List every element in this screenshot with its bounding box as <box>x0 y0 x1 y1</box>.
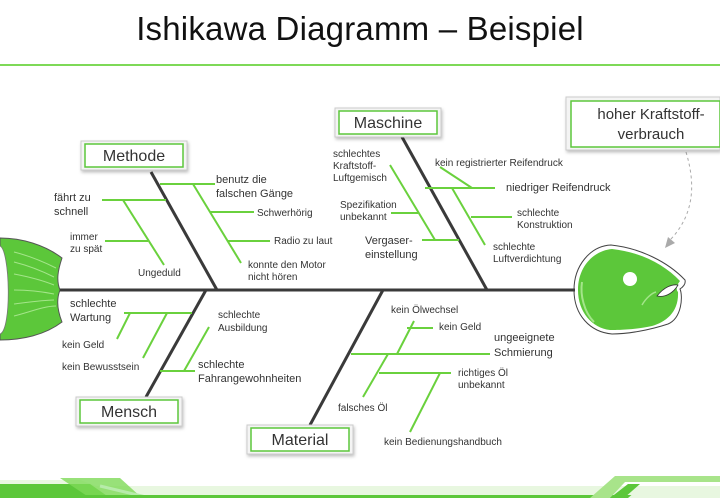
cause-label: Fahrangewohnheiten <box>198 373 301 385</box>
cause-label: schlechte <box>198 359 244 371</box>
category-label-methode: Methode <box>103 148 165 165</box>
footer-band <box>0 476 720 498</box>
page-title: Ishikawa Diagramm – Beispiel <box>136 10 584 47</box>
cause-label: fährt zu <box>54 192 91 204</box>
fish-tail-icon <box>0 237 63 341</box>
cause-label: schlechte <box>70 298 116 310</box>
category-label-mensch: Mensch <box>101 404 157 421</box>
cause-label: falsches Öl <box>338 402 387 414</box>
sub-bones-mensch <box>116 312 210 372</box>
cause-label: schlechtes <box>333 149 380 160</box>
cause-label: falschen Gänge <box>216 188 293 200</box>
cause-label: richtiges Öl <box>458 367 508 379</box>
cause-label: niedriger Reifendruck <box>506 182 611 194</box>
cause-label: Schmierung <box>494 347 553 359</box>
cause-label: kein Bedienungshandbuch <box>384 437 502 448</box>
sub-bones-material <box>351 320 490 433</box>
category-box-methode[interactable] <box>80 140 188 171</box>
cause-label: Ausbildung <box>218 323 267 334</box>
effect-arrow <box>669 151 693 241</box>
cause-label: Kraftstoff- <box>333 161 376 172</box>
cause-label: ungeeignete <box>494 332 555 344</box>
cause-label: immer <box>70 232 98 243</box>
cause-label: schlechte <box>517 208 560 219</box>
bone-maschine <box>400 136 489 291</box>
cause-label: Konstruktion <box>517 220 573 231</box>
cause-label: kein Geld <box>62 340 104 351</box>
cause-label: zu spät <box>70 244 102 255</box>
cause-label: schlechte <box>218 310 261 321</box>
cause-label: einstellung <box>365 249 418 261</box>
cause-label: Luftgemisch <box>333 173 387 184</box>
cause-label: schlechte <box>493 242 536 253</box>
fish-head-icon <box>573 244 686 335</box>
effect-label-line1: hoher Kraftstoff- <box>597 106 704 123</box>
cause-label: Spezifikation <box>340 200 397 211</box>
category-box-material[interactable] <box>246 424 354 455</box>
effect-box[interactable] <box>565 96 720 151</box>
sub-bones-maschine <box>389 164 512 246</box>
cause-label: benutz die <box>216 174 267 186</box>
title-divider <box>0 64 720 66</box>
category-box-maschine[interactable] <box>334 107 442 138</box>
cause-label: Schwerhörig <box>257 208 313 219</box>
cause-label: Radio zu laut <box>274 236 333 247</box>
cause-label: unbekannt <box>458 380 505 391</box>
category-label-material: Material <box>272 432 329 449</box>
bone-material <box>308 289 385 426</box>
category-label-maschine: Maschine <box>354 115 423 132</box>
cause-label: unbekannt <box>340 212 387 223</box>
arrow-head-icon <box>665 237 675 248</box>
cause-label: schnell <box>54 206 88 218</box>
cause-label: kein registrierter Reifendruck <box>435 158 564 169</box>
category-box-mensch[interactable] <box>75 396 183 427</box>
cause-label: kein Ölwechsel <box>391 304 458 316</box>
cause-label: nicht hören <box>248 272 297 283</box>
cause-label: Ungeduld <box>138 268 181 279</box>
bone-mensch <box>144 289 208 398</box>
sub-bones-methode <box>102 183 270 266</box>
cause-label: Vergaser- <box>365 235 413 247</box>
bone-methode <box>149 171 219 291</box>
cause-label: Wartung <box>70 312 111 324</box>
cause-label: konnte den Motor <box>248 260 326 271</box>
cause-label: kein Geld <box>439 322 481 333</box>
cause-label: kein Bewusstsein <box>62 362 139 373</box>
cause-label: Luftverdichtung <box>493 254 561 265</box>
effect-label-line2: verbrauch <box>618 126 685 143</box>
